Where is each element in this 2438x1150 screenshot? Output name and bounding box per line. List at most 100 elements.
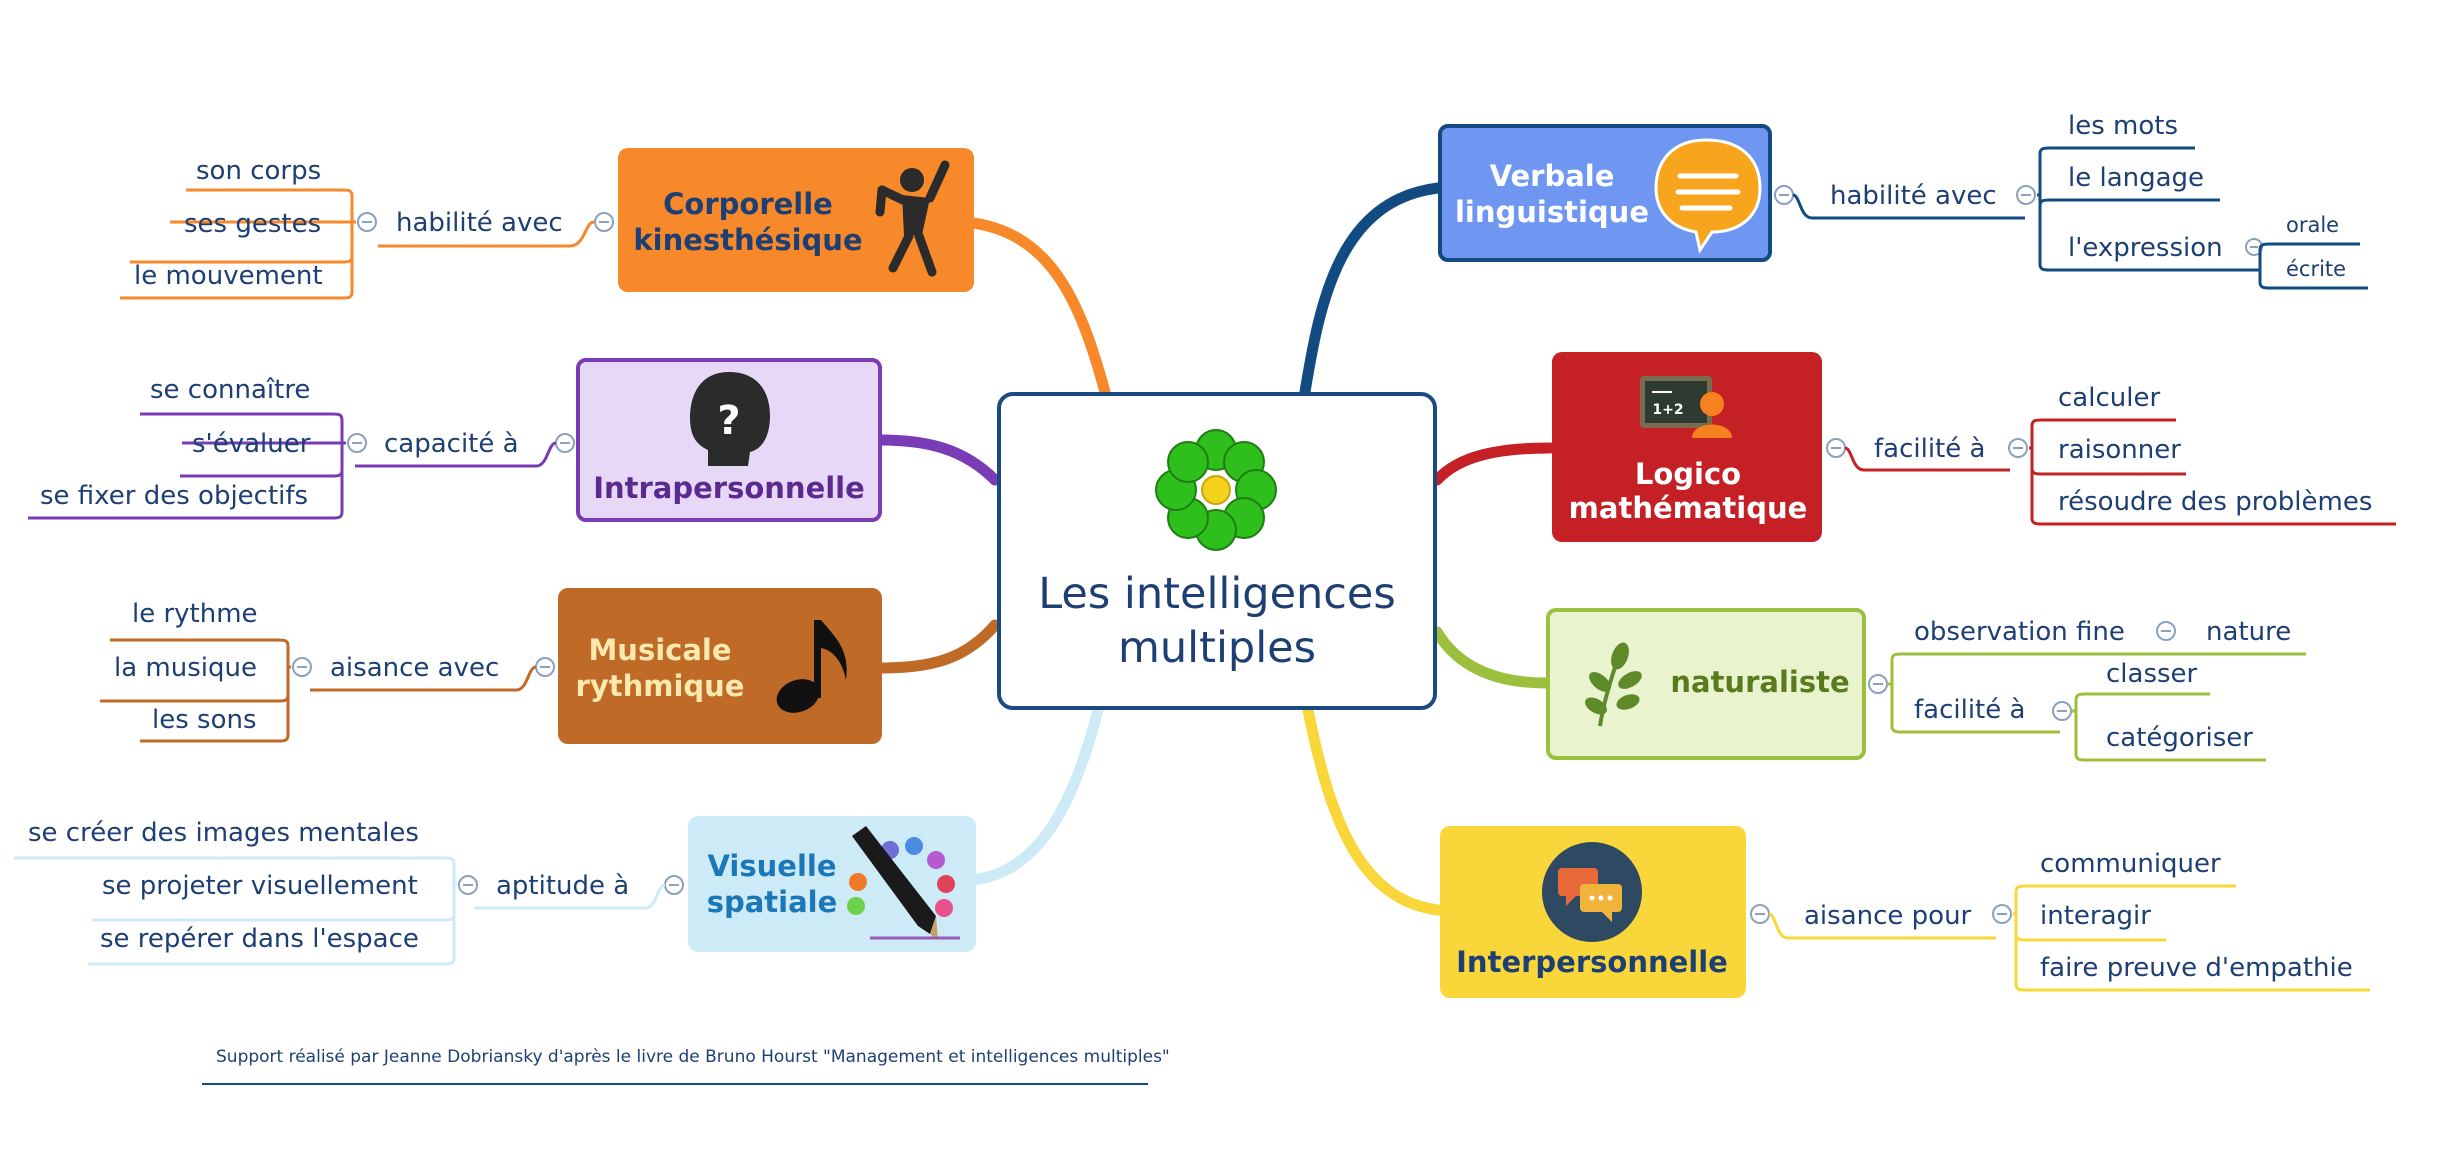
- topic-verbale-line1: Verbale: [1490, 159, 1615, 193]
- leaf-item: le langage: [2068, 163, 2204, 193]
- leaf-item: la musique: [114, 653, 257, 683]
- connector: [1768, 912, 1996, 940]
- relation-label: aisance avec: [330, 653, 499, 683]
- relation-label: habilité avec: [396, 208, 563, 238]
- topic-corporelle[interactable]: Corporelle kinesthésique: [618, 148, 974, 292]
- leaf-item: interagir: [2040, 901, 2151, 931]
- leaf-item: se repérer dans l'espace: [100, 924, 419, 954]
- connector: [2240, 242, 2368, 290]
- connector: [1887, 652, 2306, 734]
- leaf-item: le mouvement: [134, 261, 323, 291]
- topic-interpersonnelle[interactable]: Interpersonnelle: [1440, 826, 1746, 998]
- leaf-item: faire preuve d'empathie: [2040, 953, 2353, 983]
- center-title-line2: multiples: [1118, 623, 1316, 673]
- center-topic[interactable]: Les intelligences multiples: [997, 392, 1437, 710]
- relation-label: aisance pour: [1804, 901, 1972, 931]
- leaf-item: se projeter visuellement: [102, 871, 418, 901]
- relation-label: facilité à: [1874, 434, 1985, 464]
- topic-naturaliste-title: naturaliste: [1670, 665, 1849, 699]
- connector-musicale: [874, 619, 1001, 674]
- leaf-item: résoudre des problèmes: [2058, 487, 2372, 517]
- leaf-item: les mots: [2068, 111, 2178, 141]
- branch-naturaliste: naturaliste observation fine nature faci…: [1546, 608, 2306, 762]
- connector-verbale: [1299, 182, 1444, 398]
- leaf-item: se créer des images mentales: [28, 818, 419, 848]
- connector: [28, 412, 346, 520]
- speech-bubble-icon: [1654, 138, 1762, 254]
- branch-corporelle: Corporelle kinesthésique habilité avec s…: [120, 148, 974, 300]
- connector: [100, 638, 291, 743]
- climber-icon: [875, 160, 950, 277]
- connector: [2013, 884, 2370, 992]
- topic-logico-line2: mathématique: [1569, 491, 1808, 525]
- leaf-icon: [1585, 642, 1642, 727]
- relation-label: habilité avec: [1830, 181, 1997, 211]
- connector: [2029, 418, 2396, 526]
- topic-visuelle-line1: Visuelle: [708, 849, 837, 883]
- relation-label: capacité à: [384, 429, 519, 459]
- leaf-item: s'évaluer: [192, 429, 311, 459]
- footer-credit: Support réalisé par Jeanne Dobriansky d'…: [202, 1047, 1170, 1085]
- chat-bubbles-icon: [1542, 842, 1642, 942]
- leaf-item: catégoriser: [2106, 723, 2253, 753]
- connector: [378, 220, 595, 248]
- leaf-subitem: orale: [2286, 213, 2339, 237]
- connector-corporelle: [959, 216, 1111, 398]
- topic-musicale-line2: rythmique: [576, 669, 745, 703]
- music-note-icon: [776, 620, 847, 713]
- leaf-item: se fixer des objectifs: [40, 481, 308, 511]
- connector: [474, 883, 666, 910]
- center-connectors: [874, 182, 1556, 916]
- topic-logico[interactable]: 1+2 Logico mathématique: [1552, 352, 1822, 542]
- branch-verbale: Verbale linguistique habilité avec les m…: [1438, 111, 2368, 290]
- question-head-icon: ?: [690, 372, 770, 466]
- topic-verbale[interactable]: Verbale linguistique: [1438, 124, 1772, 262]
- leaf-item: les sons: [152, 705, 257, 735]
- branch-intrapersonnelle: ? Intrapersonnelle capacité à se connaît…: [28, 358, 882, 522]
- connector: [130, 255, 354, 264]
- svg-text:1+2: 1+2: [1652, 402, 1683, 418]
- connector: [1792, 193, 2025, 220]
- branch-musicale: Musicale rythmique aisance avec le rythm…: [100, 588, 882, 744]
- connector: [1844, 446, 2010, 472]
- branch-interpersonnelle: Interpersonnelle aisance pour communique…: [1440, 826, 2370, 998]
- topic-intrapersonnelle-title: Intrapersonnelle: [593, 471, 865, 505]
- teacher-board-icon: 1+2: [1640, 376, 1732, 438]
- topic-interpersonnelle-title: Interpersonnelle: [1456, 945, 1728, 979]
- credit-text: Support réalisé par Jeanne Dobriansky d'…: [216, 1047, 1170, 1067]
- branch-visuelle: Visuelle spatiale aptitude à se créer de…: [14, 816, 976, 966]
- leaf-item: classer: [2106, 659, 2198, 689]
- connector-interpersonnelle: [1302, 704, 1444, 916]
- topic-musicale-line1: Musicale: [588, 633, 731, 667]
- topic-verbale-line2: linguistique: [1455, 195, 1649, 229]
- leaf-item: son corps: [196, 156, 321, 186]
- connector: [310, 665, 537, 692]
- leaf-item: ses gestes: [184, 209, 321, 239]
- leaf-item: communiquer: [2040, 849, 2221, 879]
- topic-intrapersonnelle[interactable]: ? Intrapersonnelle: [576, 358, 882, 522]
- relation-label: aptitude à: [496, 871, 629, 901]
- leaf-item: le rythme: [132, 599, 258, 629]
- topic-corporelle-line1: Corporelle: [663, 187, 833, 221]
- connector: [355, 441, 557, 468]
- topic-naturaliste[interactable]: naturaliste: [1546, 608, 1866, 760]
- leaf-item: raisonner: [2058, 435, 2181, 465]
- connector: [2037, 146, 2240, 272]
- connector-logico: [1431, 442, 1556, 486]
- leaf-subitem: écrite: [2286, 257, 2346, 281]
- flower-icon: [1155, 429, 1277, 551]
- topic-visuelle[interactable]: Visuelle spatiale: [688, 816, 976, 952]
- connector-naturaliste: [1431, 626, 1552, 689]
- leaf-item: se connaître: [150, 375, 310, 405]
- connector: [2071, 692, 2266, 762]
- relation-label: facilité à: [1914, 695, 2025, 725]
- topic-visuelle-line2: spatiale: [707, 885, 838, 919]
- connector: [14, 856, 457, 966]
- palette-pencil-icon: [847, 826, 960, 940]
- leaf-item: nature: [2206, 617, 2291, 647]
- topic-logico-line1: Logico: [1635, 457, 1741, 491]
- topic-musicale[interactable]: Musicale rythmique: [558, 588, 882, 744]
- leaf-item: l'expression: [2068, 233, 2223, 263]
- connector: [120, 188, 356, 300]
